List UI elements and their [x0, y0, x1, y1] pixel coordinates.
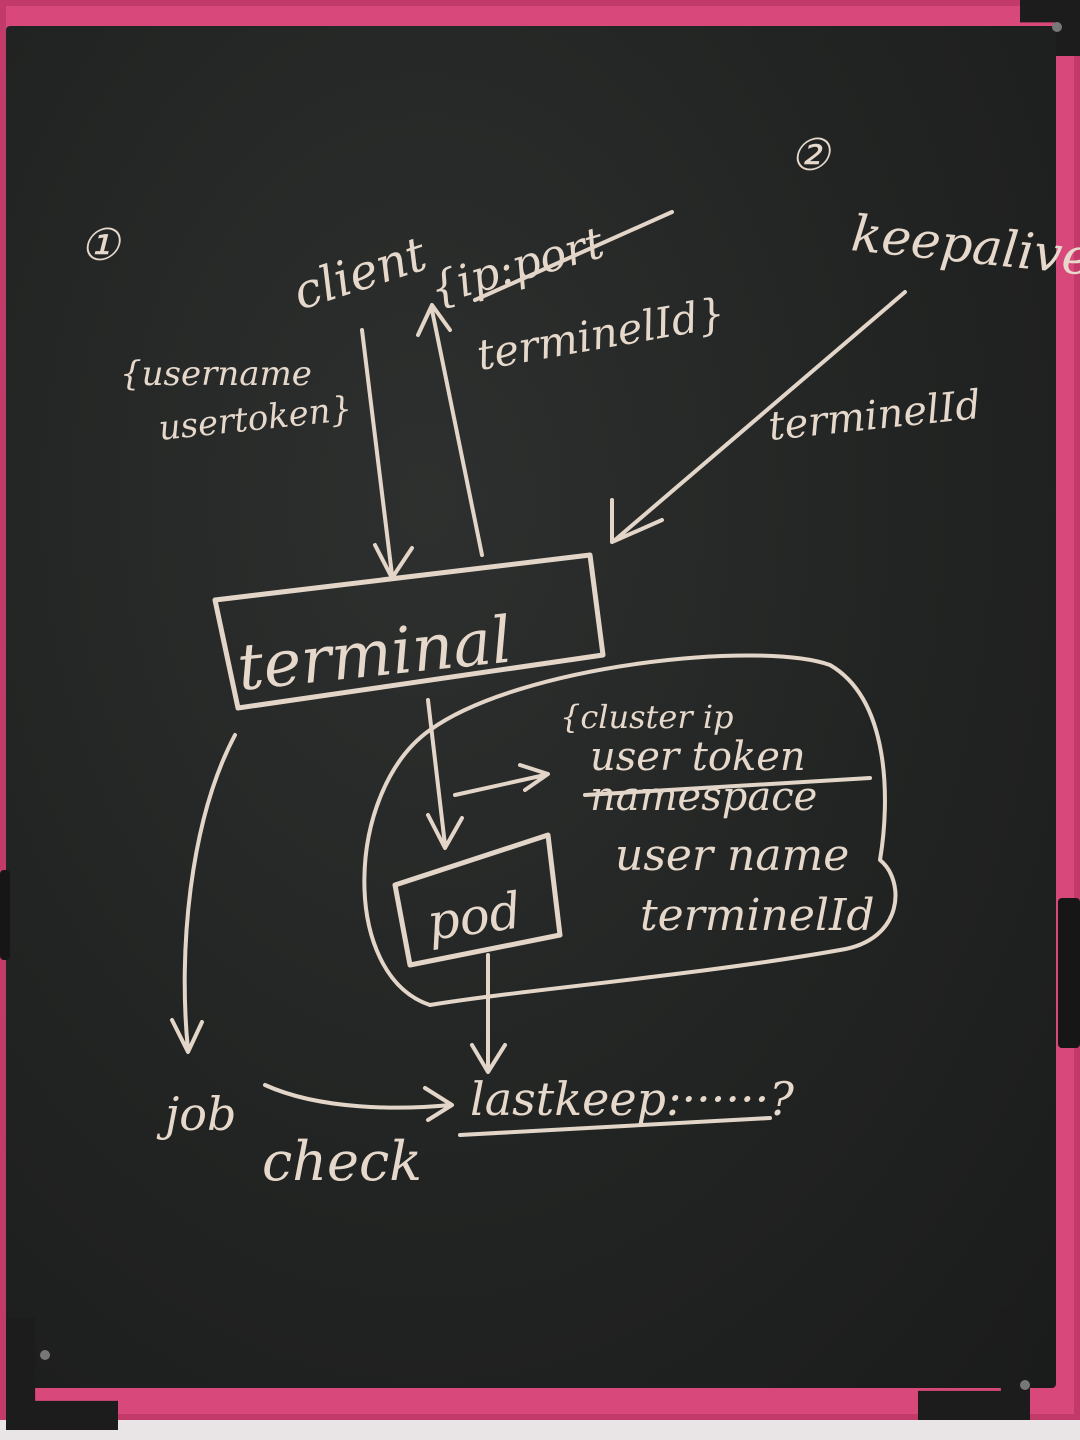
marker-one: ①: [80, 220, 122, 271]
pod-field-terminel-id: terminelId: [640, 890, 875, 941]
response-line1: {ip:port: [424, 217, 610, 315]
namespace-strikethrough: [583, 776, 872, 797]
job-label: job: [156, 1087, 236, 1141]
keepalive-label: keepalive: [849, 204, 1080, 287]
screw-icon: [1052, 22, 1062, 32]
pod-fields-enclosure: [362, 653, 898, 1007]
keepalive-param: terminelId: [766, 382, 983, 450]
chalkboard-surface: [6, 26, 1056, 1388]
arrow-pod-to-lastkeep: [470, 953, 507, 1074]
marker-two: ②: [790, 130, 832, 181]
client-input-line1: {username: [120, 354, 312, 394]
pod-field-cluster-ip: {cluster ip: [560, 698, 734, 736]
client-input-line2: usertoken}: [157, 389, 354, 449]
arrow-terminal-to-pod: [426, 698, 464, 850]
arrow-client-to-terminal: [360, 328, 414, 580]
right-latch: [1058, 898, 1080, 1048]
arrow-job-to-lastkeep: [263, 1083, 454, 1122]
check-label: check: [262, 1130, 422, 1193]
pod-field-user-name: user name: [615, 830, 849, 881]
arrow-keepalive-to-terminal: [610, 290, 907, 544]
terminal-label: terminal: [234, 604, 515, 706]
left-latch: [0, 870, 10, 960]
lastkeep-underline: [458, 1116, 772, 1137]
pod-field-user-token: user token: [590, 734, 806, 780]
arrow-terminal-to-client: [416, 303, 484, 557]
pod-field-namespace: namespace: [590, 774, 817, 820]
lastkeep-label: lastkeep:······?: [470, 1072, 794, 1126]
response-line2: terminelId}: [473, 288, 728, 380]
screw-icon: [1020, 1380, 1030, 1390]
terminal-box: [212, 552, 606, 711]
pod-label: pod: [424, 881, 525, 952]
client-label: client: [286, 226, 434, 322]
pod-box: [392, 832, 563, 968]
arrow-terminal-to-job: [170, 733, 237, 1054]
screw-icon: [40, 1350, 50, 1360]
arrow-pod-to-fields: [453, 763, 550, 797]
response-underline: [473, 210, 674, 302]
